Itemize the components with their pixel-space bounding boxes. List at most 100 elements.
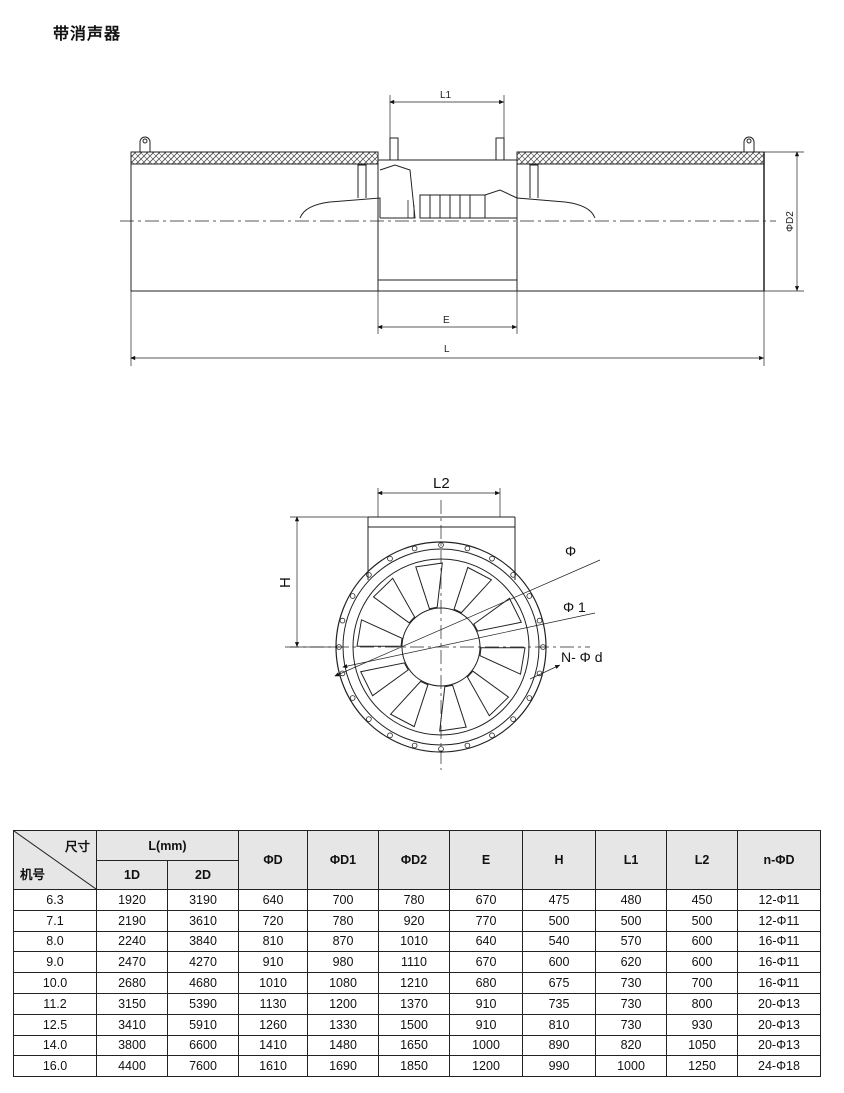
table-cell-l1: 500 — [595, 909, 667, 932]
phi-label: Φ — [565, 543, 576, 559]
table-cell-d1: 1690 — [307, 1055, 379, 1078]
impeller-blade — [479, 647, 526, 675]
table-cell-d1: 3410 — [96, 1013, 168, 1036]
bolt-hole — [349, 593, 356, 599]
dim-H-label: H — [277, 577, 294, 588]
table-cell-d2: 5390 — [167, 992, 239, 1015]
table-cell-e: 1000 — [449, 1034, 523, 1057]
impeller-blade — [439, 684, 467, 732]
table-cell-d1: 2240 — [96, 930, 168, 953]
table-cell-nd: 24-Φ18 — [737, 1055, 821, 1078]
table-cell-h: 890 — [522, 1034, 596, 1057]
table-cell-d: 1610 — [238, 1055, 308, 1078]
table-cell-e: 1200 — [449, 1055, 523, 1078]
side-view-drawing: L1 E L ΦD2 — [120, 90, 804, 366]
table-cell-l2: 1250 — [666, 1055, 738, 1078]
table-cell-d1: 700 — [307, 889, 379, 911]
bolt-hole — [438, 746, 444, 752]
impeller-blade — [473, 597, 523, 632]
header-E: E — [449, 830, 523, 890]
table-cell-l1: 620 — [595, 951, 667, 974]
table-cell-nd: 20-Φ13 — [737, 1034, 821, 1057]
table-cell-d1: 780 — [307, 909, 379, 932]
table-cell-l2: 700 — [666, 972, 738, 994]
bolt-hole — [510, 716, 516, 722]
bolt-hole — [536, 617, 543, 624]
page-title: 带消声器 — [53, 24, 122, 43]
bolt-hole — [526, 695, 533, 701]
table-cell-d2: 5910 — [167, 1013, 239, 1036]
table-cell-model: 12.5 — [13, 1013, 97, 1036]
table-cell-l2: 800 — [666, 992, 738, 1015]
table-cell-d2: 7600 — [167, 1055, 239, 1078]
table-cell-l2: 600 — [666, 930, 738, 953]
header-L: L(mm) — [96, 830, 239, 861]
bolt-hole — [438, 542, 444, 548]
n-phi-d-label: N- Φ d — [561, 649, 603, 665]
table-cell-d2: 1500 — [378, 1013, 450, 1036]
table-cell-d1: 1200 — [307, 992, 379, 1015]
bolt-hole — [366, 716, 372, 722]
table-cell-l1: 730 — [595, 972, 667, 994]
table-cell-d: 1010 — [238, 972, 308, 994]
table-cell-d2: 4680 — [167, 972, 239, 994]
table-cell-l1: 480 — [595, 889, 667, 911]
table-cell-e: 910 — [449, 1013, 523, 1036]
table-cell-l1: 570 — [595, 930, 667, 953]
impeller-blade — [466, 670, 510, 717]
header-D: ΦD — [238, 830, 308, 890]
bolt-hole — [464, 742, 471, 749]
table-cell-d2: 6600 — [167, 1034, 239, 1057]
table-cell-model: 8.0 — [13, 930, 97, 953]
diagonal-header-cell: 尺寸 机号 — [13, 830, 97, 890]
table-cell-d1: 980 — [307, 951, 379, 974]
table-cell-h: 990 — [522, 1055, 596, 1078]
table-cell-d1: 4400 — [96, 1055, 168, 1078]
header-1D: 1D — [96, 860, 168, 890]
table-cell-d2: 1370 — [378, 992, 450, 1015]
table-cell-model: 11.2 — [13, 992, 97, 1015]
table-cell-d1: 3150 — [96, 992, 168, 1015]
casing-inner — [352, 558, 530, 736]
table-cell-nd: 20-Φ13 — [737, 992, 821, 1015]
spec-table: 尺寸 机号 L(mm) ΦD ΦD1 ΦD2 E H L1 L2 n-ΦD 1D… — [13, 830, 821, 1078]
table-cell-h: 600 — [522, 951, 596, 974]
bolt-hole — [526, 593, 533, 599]
bolt-hole — [387, 555, 393, 562]
table-cell-d2: 3190 — [167, 889, 239, 911]
table-cell-h: 810 — [522, 1013, 596, 1036]
table-cell-d1: 1480 — [307, 1034, 379, 1057]
table-cell-d2: 1210 — [378, 972, 450, 994]
table-cell-e: 670 — [449, 889, 523, 911]
header-nD: n-ΦD — [737, 830, 821, 890]
table-cell-e: 910 — [449, 992, 523, 1015]
table-cell-h: 500 — [522, 909, 596, 932]
left-silencer-insulation — [130, 151, 379, 165]
table-cell-d1: 1330 — [307, 1013, 379, 1036]
impeller-blade — [389, 680, 429, 728]
table-cell-nd: 16-Φ11 — [737, 951, 821, 974]
impeller-blade — [415, 562, 443, 610]
table-cell-d2: 920 — [378, 909, 450, 932]
table-cell-d1: 3800 — [96, 1034, 168, 1057]
table-cell-nd: 12-Φ11 — [737, 889, 821, 911]
bolt-hole — [387, 732, 393, 739]
table-cell-d: 810 — [238, 930, 308, 953]
table-cell-nd: 16-Φ11 — [737, 972, 821, 994]
bolt-hole — [349, 695, 356, 701]
bolt-hole — [336, 644, 342, 650]
header-L1: L1 — [595, 830, 667, 890]
table-cell-d2: 1850 — [378, 1055, 450, 1078]
table-cell-l2: 450 — [666, 889, 738, 911]
table-cell-d2: 1650 — [378, 1034, 450, 1057]
table-cell-nd: 16-Φ11 — [737, 930, 821, 953]
bolt-hole — [489, 732, 495, 739]
dim-L1-label: L1 — [440, 90, 452, 101]
table-cell-d2: 3840 — [167, 930, 239, 953]
table-cell-d1: 870 — [307, 930, 379, 953]
